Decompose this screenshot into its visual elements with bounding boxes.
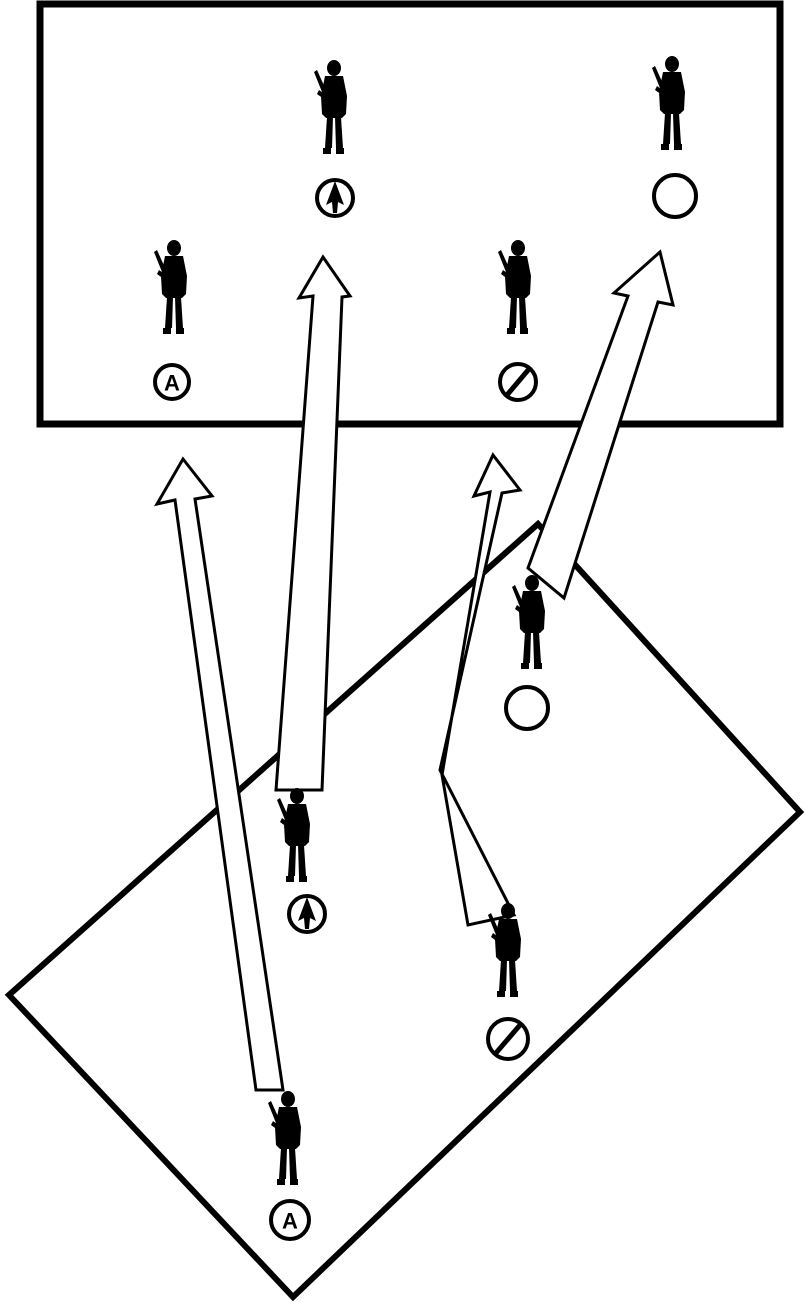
circle-slash-icon bbox=[486, 1017, 530, 1061]
empty-circle-icon bbox=[652, 173, 698, 219]
soldier-silhouette-icon bbox=[652, 56, 685, 150]
circle-arrow-icon bbox=[315, 178, 355, 218]
automatic-rifleman-movement-arrow bbox=[438, 452, 523, 927]
circle-letter-a-icon: A bbox=[153, 363, 191, 401]
circle-arrow-icon bbox=[287, 894, 327, 934]
team-leader-marker-label: A bbox=[282, 1209, 298, 1234]
soldier-silhouette-icon bbox=[154, 240, 187, 334]
rifleman-movement-arrow bbox=[526, 249, 676, 601]
team-leader-marker-label: A bbox=[164, 371, 180, 396]
soldier-silhouette-icon bbox=[498, 240, 531, 334]
soldier-silhouette-icon bbox=[314, 60, 347, 154]
top-formation-frame bbox=[36, 0, 784, 428]
circle-letter-a-icon: A bbox=[269, 1199, 311, 1241]
empty-circle-icon bbox=[504, 685, 550, 731]
bottom-formation-frame bbox=[4, 519, 805, 1302]
grenadier-movement-arrow bbox=[274, 254, 353, 792]
circle-slash-icon bbox=[498, 362, 538, 402]
team-leader-movement-arrow bbox=[153, 456, 285, 1092]
